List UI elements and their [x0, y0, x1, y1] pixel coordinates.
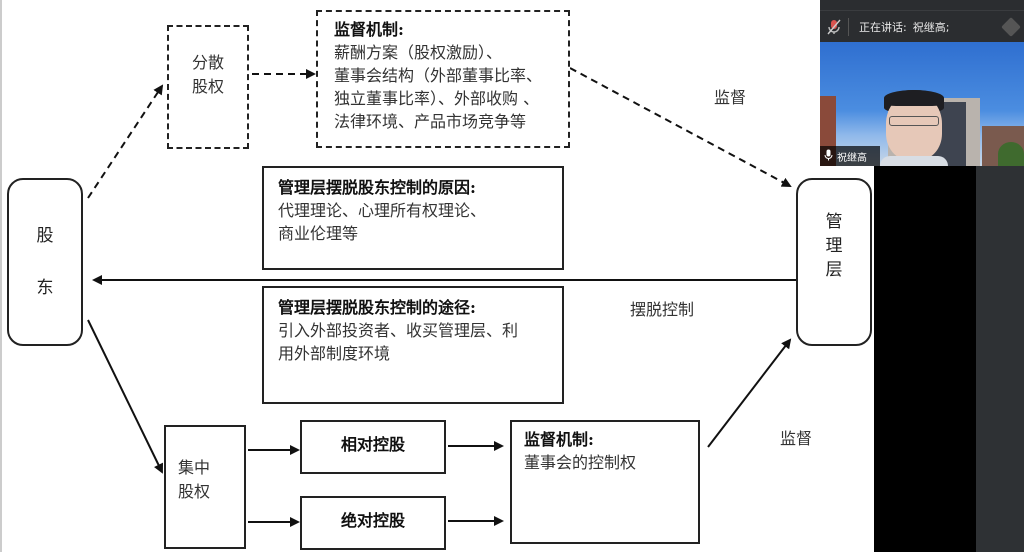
- dispersed-equity-node: [167, 25, 249, 149]
- supervision-top-line: 独立董事比率）、外部收购 、: [334, 89, 540, 108]
- management-label: 管 理 层: [796, 196, 872, 296]
- speaking-label: 正在讲话:: [859, 20, 907, 34]
- ways-box: [262, 286, 564, 404]
- arrow-shareholder-to-dispersed: [87, 84, 164, 199]
- arrow-shareholder-to-concentrated: [87, 319, 163, 474]
- divider: [848, 17, 849, 36]
- shareholder-char-1: 股: [36, 226, 54, 246]
- dispersed-equity-label: 分散 股权: [167, 25, 249, 125]
- absolute-control-label: 绝对控股: [340, 511, 405, 530]
- diagram-connectors: [87, 67, 796, 527]
- supervision-mechanism-top: [316, 10, 570, 148]
- reasons-line: 商业伦理等: [278, 224, 359, 243]
- supervision-bottom-text: 监督机制: 董事会的控制权: [524, 428, 694, 474]
- supervision-bottom-line: 董事会的控制权: [524, 453, 637, 472]
- mic-muted-icon[interactable]: [820, 19, 848, 35]
- ways-line: 引入外部投资者、收买管理层、利: [278, 321, 519, 340]
- participant-shirt: [880, 156, 948, 166]
- microphone-icon: [824, 149, 833, 164]
- reasons-box: [262, 166, 564, 270]
- dispersed-line-1: 分散: [191, 53, 224, 72]
- supervision-top-line: 法律环境、产品市场竞争等: [334, 112, 527, 131]
- concentrated-equity-node: [164, 425, 246, 549]
- arrow-supervision-to-management: [569, 67, 792, 187]
- relative-control-label: 相对控股: [340, 435, 405, 454]
- video-name-tag: 祝继高: [820, 146, 880, 166]
- participant-glasses: [889, 116, 939, 126]
- ways-heading: 管理层摆脱股东控制的途径:: [278, 298, 476, 317]
- speaker-name: 祝继高;: [912, 20, 950, 34]
- reasons-text: 管理层摆脱股东控制的原因: 代理理论、心理所有权理论、 商业伦理等: [278, 176, 558, 245]
- pin-icon[interactable]: [1001, 16, 1021, 37]
- ways-text: 管理层摆脱股东控制的途径: 引入外部投资者、收买管理层、利 用外部制度环境: [278, 296, 562, 365]
- relative-control-box: [300, 420, 446, 474]
- supervision-bottom-heading: 监督机制:: [524, 430, 594, 449]
- management-char-3: 层: [825, 260, 843, 280]
- supervision-top-heading: 监督机制:: [334, 20, 404, 39]
- reasons-heading: 管理层摆脱股东控制的原因:: [278, 178, 476, 197]
- supervision-top-text: 监督机制: 薪酬方案（股权激励）、 董事会结构（外部董事比率、 独立董事比率）、…: [334, 18, 566, 133]
- video-participant-name: 祝继高: [837, 152, 867, 164]
- shareholder-char-2: 东: [36, 278, 54, 298]
- supervise-label-bottom: 监督: [780, 429, 813, 448]
- shareholder-label: 股 东: [7, 178, 83, 346]
- shareholder-node: [7, 178, 83, 346]
- ways-line: 用外部制度环境: [278, 344, 391, 363]
- dispersed-line-2: 股权: [191, 77, 224, 96]
- participant-hair-top: [884, 90, 944, 106]
- concentrated-line-1: 集中: [177, 458, 210, 477]
- management-char-2: 理: [825, 236, 843, 256]
- management-node: [796, 178, 872, 346]
- escape-control-label: 摆脱控制: [630, 300, 695, 319]
- supervision-top-line: 薪酬方案（股权激励）、: [334, 43, 503, 62]
- shared-slide: 股 东 管 理 层 分散 股权 监督机制: 薪酬方案（股权激励）、 董事会结构（…: [0, 0, 874, 552]
- meeting-panel-header: [820, 0, 1024, 10]
- video-trees: [998, 142, 1024, 166]
- concentrated-equity-label: 集中 股权: [164, 430, 224, 530]
- supervision-top-line: 董事会结构（外部董事比率、: [334, 66, 543, 85]
- reasons-line: 代理理论、心理所有权理论、: [278, 201, 487, 220]
- arrow-supervision-bottom-to-management: [707, 338, 792, 448]
- supervision-mechanism-bottom: [510, 420, 700, 544]
- supervise-label-top: 监督: [714, 88, 747, 107]
- management-char-1: 管: [825, 212, 843, 232]
- absolute-control-box: [300, 496, 446, 550]
- video-area-background: [874, 166, 976, 552]
- active-speaker-bar: 正在讲话: 祝继高;: [820, 10, 1024, 42]
- concentrated-line-2: 股权: [177, 482, 210, 501]
